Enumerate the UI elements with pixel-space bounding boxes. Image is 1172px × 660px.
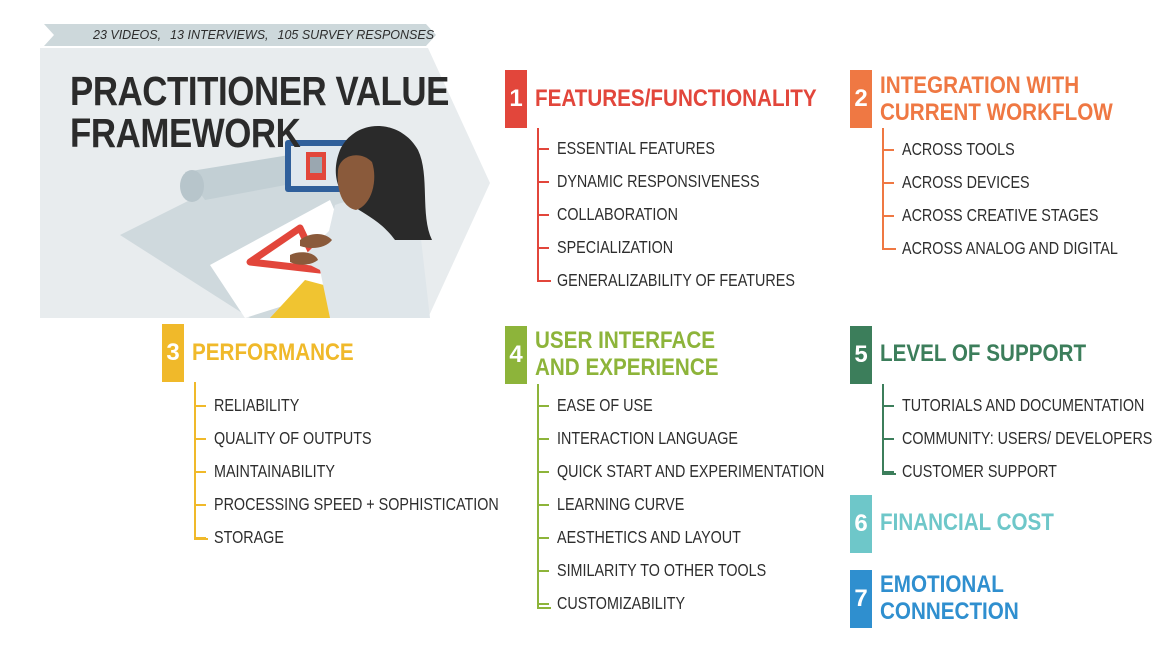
list-item: ACROSS ANALOG AND DIGITAL xyxy=(882,232,1165,265)
subitem-list: EASE OF USE INTERACTION LANGUAGE QUICK S… xyxy=(537,389,883,620)
list-item: ACROSS DEVICES xyxy=(882,166,1165,199)
category-title: USER INTERFACE AND EXPERIENCE xyxy=(535,327,748,381)
page-title: PRACTITIONER VALUE FRAMEWORK xyxy=(70,70,516,154)
category-number-badge: 4 xyxy=(505,326,527,384)
category-number-badge: 3 xyxy=(162,324,184,382)
category-title-line: USER INTERFACE xyxy=(535,327,716,354)
category-title-line: PERFORMANCE xyxy=(192,339,354,366)
subitem-list: RELIABILITY QUALITY OF OUTPUTS MAINTAINA… xyxy=(194,389,561,554)
category-title-line: LEVEL OF SUPPORT xyxy=(880,340,1087,367)
category-title-line: AND EXPERIENCE xyxy=(535,354,719,381)
list-item: SPECIALIZATION xyxy=(537,231,847,264)
list-item: MAINTAINABILITY xyxy=(194,455,561,488)
list-item: GENERALIZABILITY OF FEATURES xyxy=(537,264,847,297)
category-title-line: FEATURES/FUNCTIONALITY xyxy=(535,85,817,112)
list-item: COMMUNITY: USERS/ DEVELOPERS xyxy=(882,422,1172,455)
list-item: SIMILARITY TO OTHER TOOLS xyxy=(537,554,883,587)
stats-ribbon: 23 VIDEOS, 13 INTERVIEWS, 105 SURVEY RES… xyxy=(44,24,436,46)
list-item: COLLABORATION xyxy=(537,198,847,231)
category-title: LEVEL OF SUPPORT xyxy=(880,340,1120,367)
list-item: ESSENTIAL FEATURES xyxy=(537,132,847,165)
hero-banner: 23 VIDEOS, 13 INTERVIEWS, 105 SURVEY RES… xyxy=(0,0,520,330)
title-line-1: PRACTITIONER VALUE xyxy=(70,68,449,114)
category-title-line: FINANCIAL COST xyxy=(880,509,1054,536)
subitem-list: ACROSS TOOLS ACROSS DEVICES ACROSS CREAT… xyxy=(882,133,1165,265)
category-title: INTEGRATION WITH CURRENT WORKFLOW xyxy=(880,72,1151,126)
ribbon-shape xyxy=(44,24,436,46)
interviews-count: 13 INTERVIEWS, xyxy=(170,28,269,42)
videos-count: 23 VIDEOS, xyxy=(93,28,162,42)
list-item: AESTHETICS AND LAYOUT xyxy=(537,521,883,554)
list-item: TUTORIALS AND DOCUMENTATION xyxy=(882,389,1172,422)
category-title-line: CURRENT WORKFLOW xyxy=(880,99,1113,126)
list-item: DYNAMIC RESPONSIVENESS xyxy=(537,165,847,198)
list-item: CUSTOMIZABILITY xyxy=(537,587,883,620)
title-line-2: FRAMEWORK xyxy=(70,110,301,156)
list-item: INTERACTION LANGUAGE xyxy=(537,422,883,455)
category-number-badge: 6 xyxy=(850,495,872,553)
list-item: QUALITY OF OUTPUTS xyxy=(194,422,561,455)
list-item: EASE OF USE xyxy=(537,389,883,422)
tree-connector xyxy=(194,382,208,540)
list-item: LEARNING CURVE xyxy=(537,488,883,521)
category-title-line: CONNECTION xyxy=(880,598,1019,625)
list-item: STORAGE xyxy=(194,521,561,554)
category-title: PERFORMANCE xyxy=(192,339,380,366)
list-item: ACROSS TOOLS xyxy=(882,133,1165,166)
category-number-badge: 5 xyxy=(850,326,872,384)
subitem-list: ESSENTIAL FEATURES DYNAMIC RESPONSIVENES… xyxy=(537,132,847,297)
category-title: EMOTIONAL CONNECTION xyxy=(880,571,1041,625)
category-number-badge: 2 xyxy=(850,70,872,128)
category-title-line: INTEGRATION WITH xyxy=(880,72,1080,99)
subitem-list: TUTORIALS AND DOCUMENTATION COMMUNITY: U… xyxy=(882,389,1172,488)
list-item: RELIABILITY xyxy=(194,389,561,422)
list-item: ACROSS CREATIVE STAGES xyxy=(882,199,1165,232)
category-number-badge: 1 xyxy=(505,70,527,128)
tree-connector xyxy=(537,384,551,609)
list-item: PROCESSING SPEED + SOPHISTICATION xyxy=(194,488,561,521)
category-number-badge: 7 xyxy=(850,570,872,628)
category-title-line: EMOTIONAL xyxy=(880,571,1004,598)
list-item: CUSTOMER SUPPORT xyxy=(882,455,1172,488)
tree-connector xyxy=(882,384,896,475)
survey-count: 105 SURVEY RESPONSES xyxy=(277,28,435,42)
category-title: FINANCIAL COST xyxy=(880,509,1082,536)
hero-illustration xyxy=(40,48,490,318)
list-item: QUICK START AND EXPERIMENTATION xyxy=(537,455,883,488)
category-title: FEATURES/FUNCTIONALITY xyxy=(535,85,863,112)
